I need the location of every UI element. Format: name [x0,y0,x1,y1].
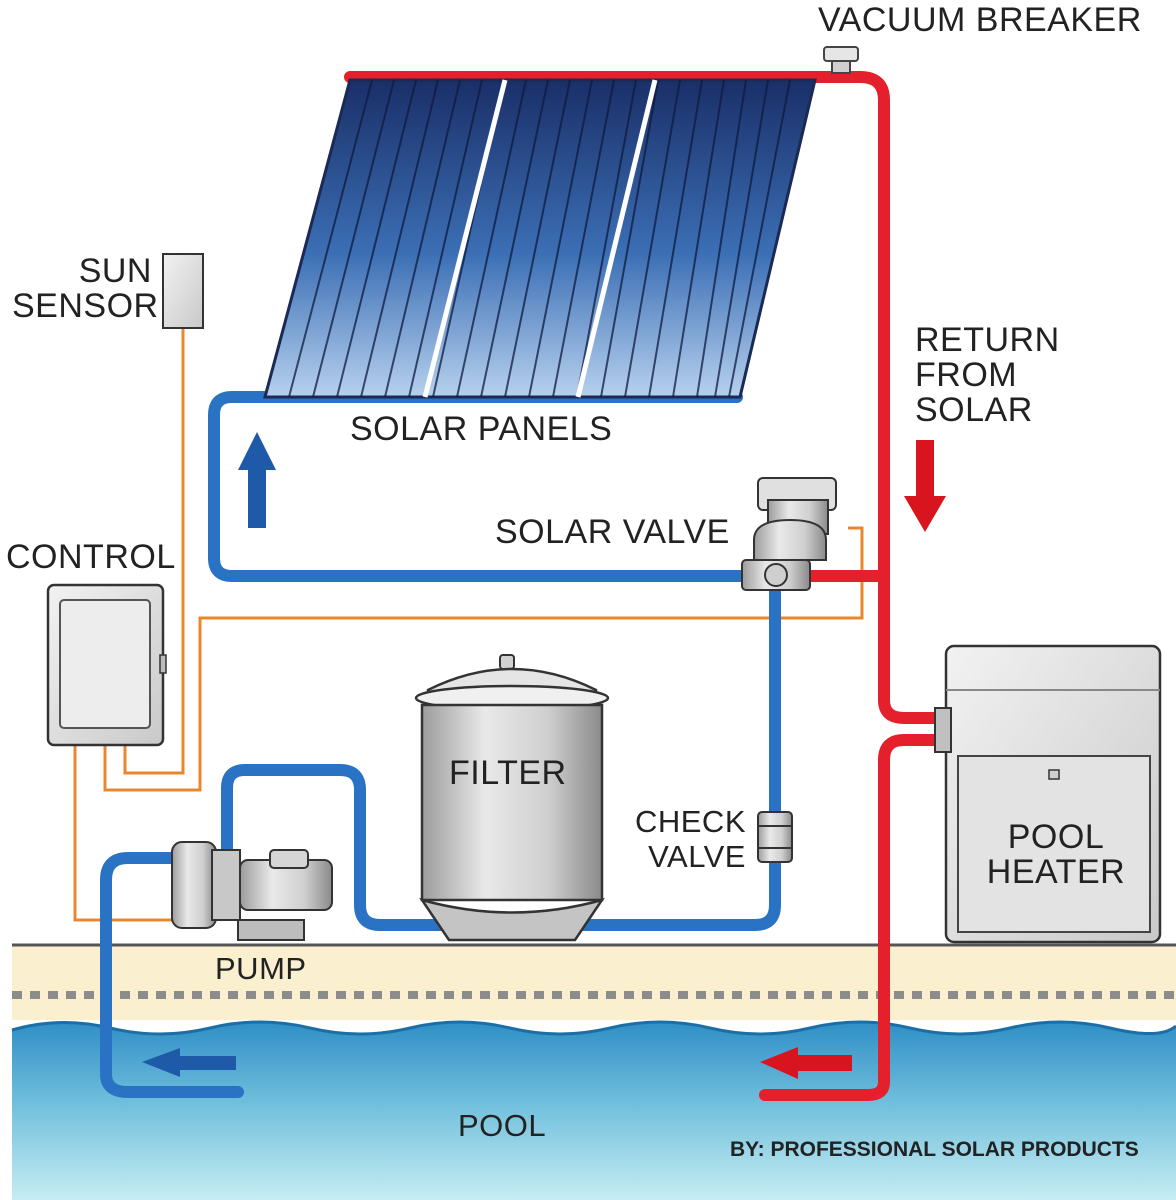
filter-label: FILTER [449,754,567,792]
filter-tank [414,654,610,942]
control-label: CONTROL [6,538,176,576]
solar-panels-label: SOLAR PANELS [350,410,613,448]
arrow-left-pool-return [760,1047,852,1079]
pool-water [11,1020,1176,1200]
hot-water-pipes [344,71,941,1101]
solar-valve [741,477,837,591]
vacuum-breaker [823,46,859,74]
pump-label: PUMP [215,951,307,986]
pool-pump [171,841,333,941]
pool-heater [934,644,1162,944]
signal-wires [73,328,864,922]
pool-deck [12,943,1176,1020]
vacuum-breaker-label: VACUUM BREAKER [818,1,1142,39]
pool-label: POOL [458,1108,547,1143]
cold-water-pipes [100,391,781,1098]
arrow-up-to-panels [238,432,276,528]
pool-heater-label: POOL HEATER [986,818,1126,891]
solar-panels [263,78,817,399]
check-valve-label: CHECK VALVE [634,804,746,874]
arrow-left-pool-intake [142,1048,236,1077]
sun-sensor [162,253,204,329]
solar-valve-label: SOLAR VALVE [495,513,730,551]
credit-text: BY: PROFESSIONAL SOLAR PRODUCTS [730,1138,1139,1161]
arrow-down-return [904,440,946,532]
sun-sensor-label: SUN SENSOR [12,252,159,325]
return-from-solar-label: RETURN FROM SOLAR [915,321,1060,429]
control-box [46,583,167,747]
check-valve [757,811,793,863]
